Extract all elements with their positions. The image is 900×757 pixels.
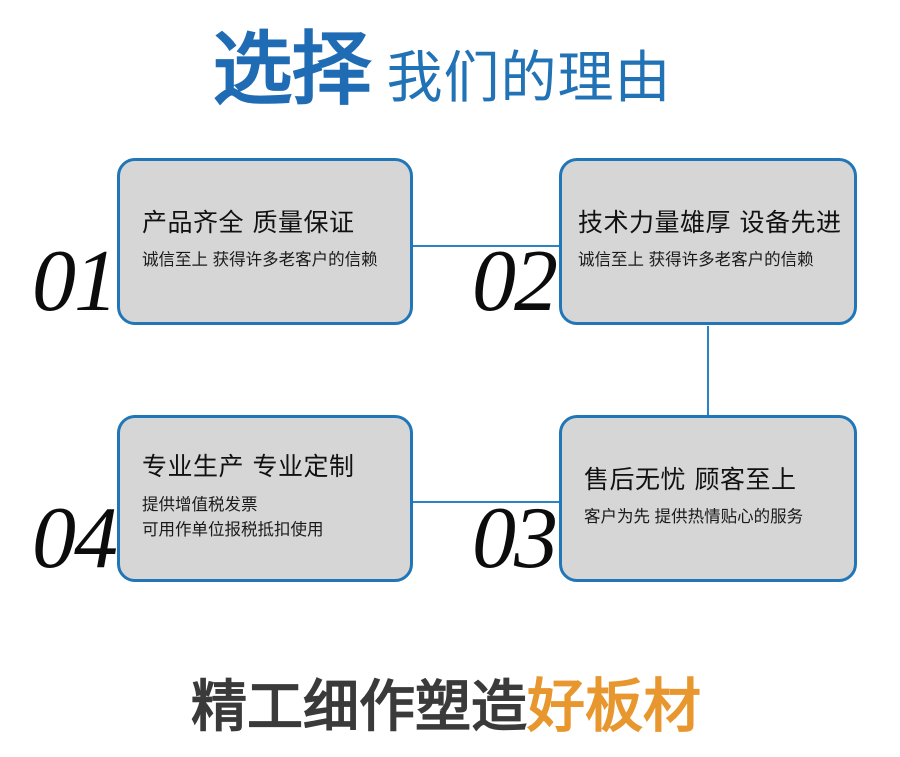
connector-card-01-to-02 <box>413 245 559 247</box>
feature-card-03-body: 售后无忧 顾客至上 客户为先 提供热情贴心的服务 <box>562 418 854 579</box>
connector-card-02-to-03 <box>707 326 709 417</box>
page-footer-inner: 精工细作塑造 好板材 <box>191 677 701 735</box>
feature-card-04-title: 专业生产 专业定制 <box>142 452 355 482</box>
page-title-light: 我们的理由 <box>386 46 672 109</box>
feature-card-03-title: 售后无忧 顾客至上 <box>584 464 797 494</box>
page-footer: 精工细作塑造 好板材 <box>0 655 900 757</box>
feature-card-04: 专业生产 专业定制 提供增值税发票 可用作单位报税抵扣使用 <box>117 415 413 582</box>
page-header-inner: 选择 我们的理由 <box>213 30 672 110</box>
feature-card-03: 售后无忧 顾客至上 客户为先 提供热情贴心的服务 <box>559 415 857 582</box>
feature-card-04-desc: 提供增值税发票 可用作单位报税抵扣使用 <box>142 495 324 540</box>
footer-slogan-accent: 好板材 <box>526 672 701 740</box>
feature-card-02-number: 02 <box>472 233 558 330</box>
feature-card-01-title: 产品齐全 质量保证 <box>142 207 355 237</box>
feature-card-03-number: 03 <box>472 490 558 587</box>
feature-card-02: 技术力量雄厚 设备先进 诚信至上 获得许多老客户的信赖 <box>559 158 857 325</box>
feature-card-02-title: 技术力量雄厚 设备先进 <box>578 207 842 237</box>
page-title-strong: 选择 <box>212 23 372 116</box>
footer-slogan-dark: 精工细作塑造 <box>190 675 527 738</box>
feature-card-01-number: 01 <box>32 233 118 330</box>
feature-card-01-desc: 诚信至上 获得许多老客户的信赖 <box>142 251 378 270</box>
feature-card-02-desc: 诚信至上 获得许多老客户的信赖 <box>578 251 814 270</box>
feature-card-01: 产品齐全 质量保证 诚信至上 获得许多老客户的信赖 <box>117 158 413 325</box>
feature-card-01-body: 产品齐全 质量保证 诚信至上 获得许多老客户的信赖 <box>120 161 410 322</box>
connector-card-04-to-03 <box>413 501 559 503</box>
page-header: 选择 我们的理由 <box>0 0 900 140</box>
feature-card-04-body: 专业生产 专业定制 提供增值税发票 可用作单位报税抵扣使用 <box>120 418 410 579</box>
feature-card-02-body: 技术力量雄厚 设备先进 诚信至上 获得许多老客户的信赖 <box>562 161 854 322</box>
feature-card-03-desc: 客户为先 提供热情贴心的服务 <box>584 508 804 527</box>
feature-card-04-number: 04 <box>32 490 118 587</box>
